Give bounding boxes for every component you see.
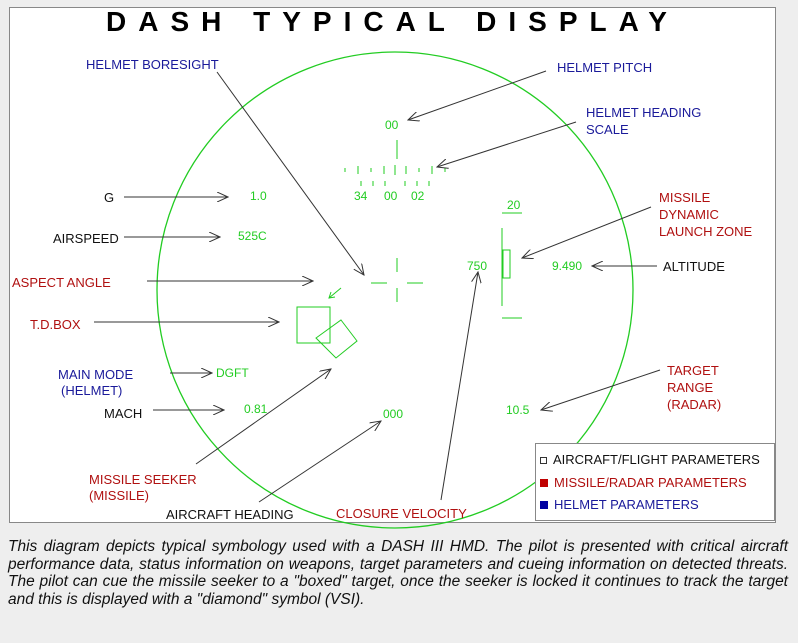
legend-label-missile: MISSILE/RADAR PARAMETERS [554,475,747,490]
pointer-lines [94,70,661,503]
legend-swatch-aircraft [540,457,547,464]
hud-heading-center: 00 [384,189,398,203]
label-mach: MACH [104,406,143,421]
missile-seeker-diamond [315,319,358,359]
helmet-boresight-cross [371,258,423,302]
hud-g-value: 1.0 [250,189,267,203]
hud-heading-right: 02 [411,189,425,203]
label-target-range-line3: (RADAR) [667,397,722,412]
hud-mode-value: DGFT [216,366,249,380]
label-helmet-heading-scale-line1: HELMET HEADING [586,105,702,120]
label-target-range-line1: TARGET [667,363,719,378]
legend-item-missile: MISSILE/RADAR PARAMETERS [540,475,747,490]
hud-altitude-value: 9.490 [552,259,583,273]
label-missile-dlz-line1: MISSILE [659,190,711,205]
hud-range-value: 10.5 [506,403,530,417]
hud-dlz-top: 20 [507,198,521,212]
legend: AIRCRAFT/FLIGHT PARAMETERS MISSILE/RADAR… [535,443,775,521]
label-airspeed: AIRSPEED [53,231,119,246]
legend-label-helmet: HELMET PARAMETERS [554,497,699,512]
label-target-range-line2: RANGE [667,380,714,395]
label-aspect-angle: ASPECT ANGLE [12,275,111,290]
label-helmet-heading-scale-line2: SCALE [586,122,629,137]
diagram-frame [9,7,776,523]
hud-mach-value: 0.81 [244,402,268,416]
legend-swatch-helmet [540,501,548,509]
label-helmet-pitch: HELMET PITCH [557,60,653,75]
hud-heading-left: 34 [354,189,368,203]
legend-item-aircraft: AIRCRAFT/FLIGHT PARAMETERS [540,452,760,467]
legend-swatch-missile [540,479,548,487]
td-box [296,306,331,344]
label-aircraft-heading: AIRCRAFT HEADING [166,507,294,522]
hud-helmet-pitch: 00 [385,118,399,132]
hud-airspeed-value: 525C [238,229,267,243]
legend-item-helmet: HELMET PARAMETERS [540,497,699,512]
hud-aircraft-heading-value: 000 [383,407,404,421]
missile-dlz-symbol [501,212,522,319]
hud-closure-value: 750 [467,259,488,273]
label-closure-velocity: CLOSURE VELOCITY [336,506,467,521]
label-g: G [104,190,115,205]
label-td-box: T.D.BOX [30,317,81,332]
hmd-field-circle [156,51,634,529]
label-missile-seeker-line1: MISSILE SEEKER [89,472,197,487]
label-missile-dlz-line2: DYNAMIC [659,207,719,222]
label-main-mode-line1: MAIN MODE [58,367,134,382]
label-altitude: ALTITUDE [663,259,725,274]
diagram-title: DASH TYPICAL DISPLAY [106,6,679,37]
aspect-angle-symbol [328,287,342,299]
label-helmet-boresight: HELMET BORESIGHT [86,57,219,72]
label-missile-dlz-line3: LAUNCH ZONE [659,224,753,239]
label-missile-seeker-line2: (MISSILE) [89,488,149,503]
heading-scale-ticks [344,140,446,186]
figure-caption: This diagram depicts typical symbology u… [8,538,788,608]
legend-label-aircraft: AIRCRAFT/FLIGHT PARAMETERS [553,452,760,467]
label-main-mode-line2: (HELMET) [61,383,123,398]
